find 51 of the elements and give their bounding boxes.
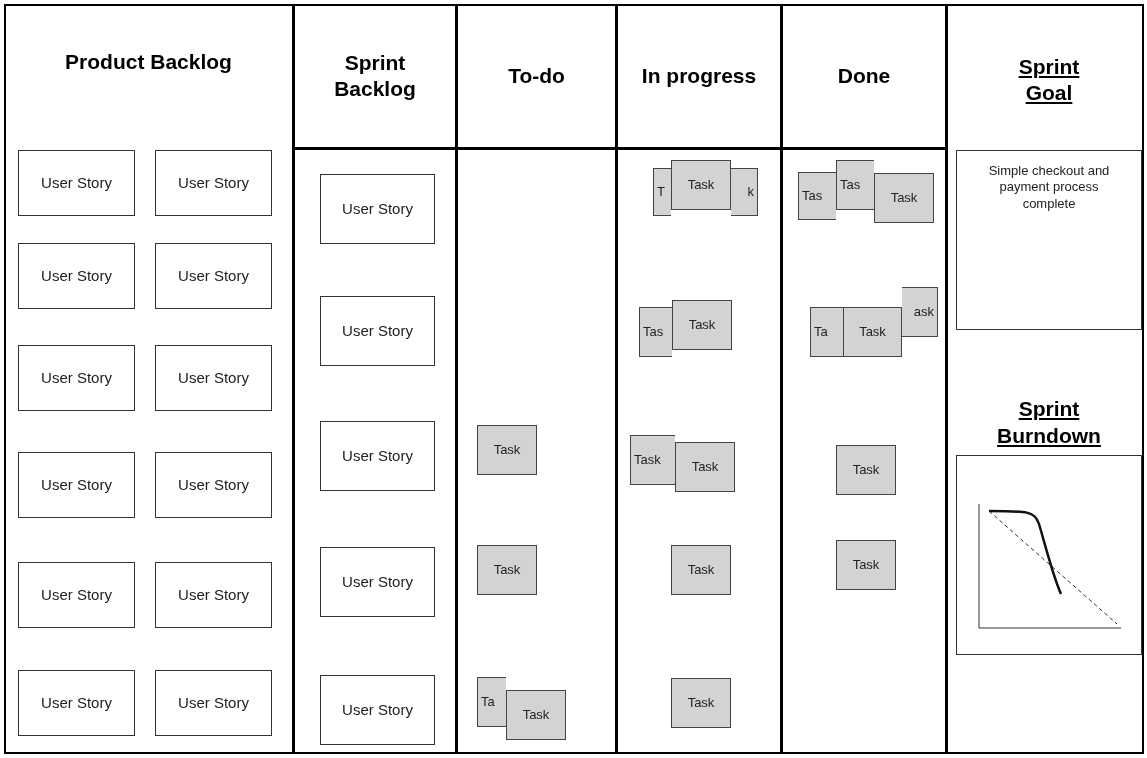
user-story-card: User Story	[18, 345, 135, 411]
user-story-card: User Story	[155, 562, 272, 628]
goal-card: Simple checkout and payment process complete	[956, 150, 1142, 330]
board-column	[615, 5, 780, 753]
task-card: Task	[671, 545, 731, 595]
user-story-card: User Story	[18, 670, 135, 736]
user-story-card: User Story	[18, 150, 135, 216]
board-column	[780, 5, 945, 753]
task-card: Task	[671, 678, 731, 728]
task-card: ask	[902, 287, 938, 337]
task-card: Tas	[798, 172, 836, 220]
column-header: In progress	[618, 5, 780, 150]
task-card: Task	[843, 307, 902, 357]
task-card: Task	[874, 173, 934, 223]
section-heading: Sprint Burndown	[996, 396, 1102, 449]
column-header: Product Backlog	[64, 49, 233, 76]
board-column	[455, 5, 615, 753]
user-story-card: User Story	[155, 452, 272, 518]
user-story-card: User Story	[155, 670, 272, 736]
task-card: Task	[506, 690, 566, 740]
task-card: Task	[477, 545, 537, 595]
user-story-card: User Story	[320, 421, 435, 491]
task-card: k	[731, 168, 758, 216]
user-story-card: User Story	[18, 243, 135, 309]
user-story-card: User Story	[320, 675, 435, 745]
column-header: Sprint Backlog	[295, 5, 455, 150]
board-column	[292, 5, 455, 753]
task-card: Ta	[810, 307, 843, 357]
column-header: To-do	[458, 5, 615, 150]
user-story-card: User Story	[155, 345, 272, 411]
task-card: Tas	[639, 307, 672, 357]
user-story-card: User Story	[320, 174, 435, 244]
user-story-card: User Story	[155, 150, 272, 216]
column-header: Done	[783, 5, 945, 150]
task-card: Ta	[477, 677, 506, 727]
task-card: Task	[671, 160, 731, 210]
section-heading: Sprint Goal	[1017, 53, 1081, 106]
user-story-card: User Story	[320, 547, 435, 617]
task-card: Task	[477, 425, 537, 475]
task-card: Tas	[836, 160, 874, 210]
user-story-card: User Story	[18, 452, 135, 518]
task-card: T	[653, 168, 671, 216]
task-card: Task	[836, 540, 896, 590]
board-column	[945, 5, 1143, 753]
task-card: Task	[630, 435, 675, 485]
task-card: Task	[672, 300, 732, 350]
task-card: Task	[675, 442, 735, 492]
user-story-card: User Story	[155, 243, 272, 309]
user-story-card: User Story	[320, 296, 435, 366]
user-story-card: User Story	[18, 562, 135, 628]
task-card: Task	[836, 445, 896, 495]
